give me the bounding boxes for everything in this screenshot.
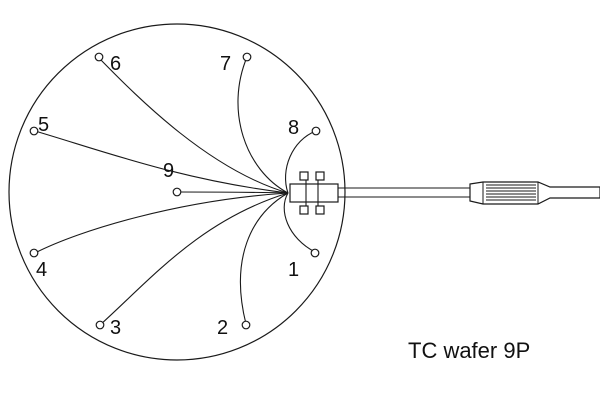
cable-connector [469, 181, 600, 205]
sensor-point-1 [310, 248, 320, 258]
point-label-5: 5 [38, 114, 49, 136]
junction-block [289, 171, 339, 215]
wire-7 [237, 56, 289, 194]
junction-pad [315, 171, 325, 181]
sensor-points [29, 52, 321, 330]
point-label-7: 7 [220, 53, 231, 75]
junction-pad [299, 171, 309, 181]
wire-9 [176, 191, 289, 194]
point-label-3: 3 [110, 317, 121, 339]
wire-2 [239, 192, 289, 325]
sensor-point-5 [29, 126, 39, 136]
wafer-outline [8, 23, 346, 361]
junction-pad [299, 205, 309, 215]
point-label-4: 4 [36, 259, 47, 281]
point-label-2: 2 [217, 317, 228, 339]
junction-pad [315, 205, 325, 215]
sensor-point-7 [242, 52, 252, 62]
sensor-point-4 [29, 248, 39, 258]
point-labels: 1 2 3 4 5 6 7 8 9 [36, 53, 299, 339]
point-label-8: 8 [288, 117, 299, 139]
cable [338, 181, 600, 205]
sensor-point-2 [241, 320, 251, 330]
connector-grip [482, 182, 539, 204]
wire-3 [99, 192, 289, 326]
wire-1 [283, 192, 316, 253]
sensor-point-6 [94, 52, 104, 62]
wire-6 [98, 57, 289, 194]
wire-4 [34, 192, 289, 254]
sensor-point-9 [172, 187, 182, 197]
wire-5 [34, 130, 289, 194]
point-label-6: 6 [110, 53, 121, 75]
point-label-9: 9 [163, 160, 174, 182]
sensor-wires [34, 56, 317, 326]
sensor-point-8 [311, 126, 321, 136]
wire-8 [284, 130, 317, 194]
sensor-point-3 [95, 320, 105, 330]
point-label-1: 1 [288, 259, 299, 281]
diagram-caption: TC wafer 9P [408, 338, 530, 363]
